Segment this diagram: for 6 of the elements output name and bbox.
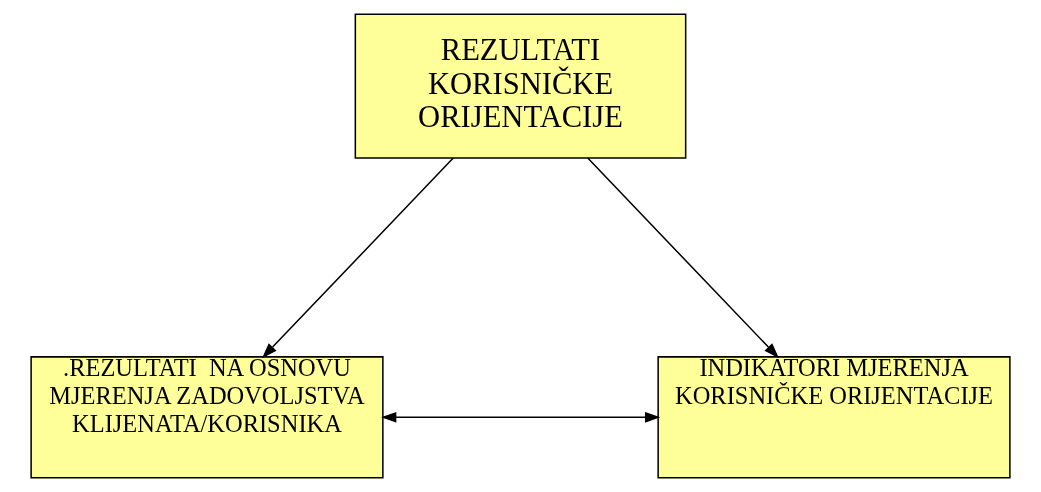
arrow — [262, 157, 454, 359]
arrow — [587, 157, 779, 359]
node-box: INDIKATORI MJERENJA KORISNIČKE ORIJENTACIJE — [657, 356, 1011, 479]
node-box: .REZULTATI NA OSNOVU MJERENJA ZADOVOLJSTVA KLIJENATA/KORISNIKA — [30, 356, 384, 479]
arrow — [381, 411, 661, 423]
node-box: REZULTATI KORISNIČKE ORIJENTACIJE — [354, 13, 687, 159]
